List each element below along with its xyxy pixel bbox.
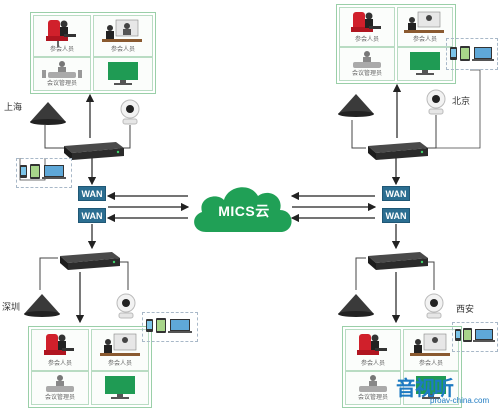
cloud-icon [194,187,292,232]
cable-camera-br [426,261,435,290]
wan-box-top-right: WAN [382,186,410,201]
cell-label: 会议管理员 [351,71,382,77]
cell-attendee-video: 参会人员 [93,15,153,57]
wan-box-bottom-left: WAN [78,208,106,223]
devices-icon [450,46,494,61]
watermark-brand: 音视听 [396,378,454,400]
codec-box-icon [64,142,124,160]
cable-devices-tr [432,69,481,149]
cell-label: 会议管理员 [46,81,77,87]
cell-label: 会议管理员 [357,395,388,401]
ptz-camera-icon [424,293,444,319]
cell-attendee-video: 参会人员 [397,7,453,47]
city-label-beijing: 北京 [452,97,471,107]
cell-attendee-chair: 参会人员 [339,7,395,47]
site-panel-xian: 参会人员 参会人员 会议管理员 [342,326,462,408]
cell-label: 参会人员 [360,361,385,367]
conference-speaker-icon [24,294,60,317]
city-label-xian: 西安 [456,305,475,315]
cell-admin: 会议管理员 [339,47,395,81]
cell-display [397,47,453,81]
cell-label: 参会人员 [107,361,132,367]
executive-chair-icon [46,20,76,47]
conference-speaker-icon [338,94,374,117]
executive-chair-icon [351,12,381,32]
meeting-table-icon [42,61,82,78]
cell-attendee-chair: 参会人员 [33,15,91,57]
cell-label: 参会人员 [418,361,443,367]
cable-camera-bl [118,261,129,290]
video-call-icon [404,11,444,33]
devices-icon [455,328,495,342]
cable-speaker-bl [39,257,58,290]
devices-group-shanghai [16,158,72,188]
cell-label: 参会人员 [47,361,72,367]
site-panel-shenzhen: 参会人员 参会人员 会议管理员 [28,326,152,408]
cell-attendee-chair: 参会人员 [345,329,401,371]
codec-box-icon [368,142,428,160]
cell-attendee-video: 参会人员 [403,329,459,371]
meeting-table-icon [359,375,387,392]
codec-box-icon [60,252,120,270]
executive-chair-icon [44,334,74,355]
devices-icon [20,164,66,179]
devices-group-beijing [446,38,498,70]
meeting-table-icon [353,51,381,68]
cell-attendee-video: 参会人员 [91,329,149,371]
cell-display [403,371,459,405]
cell-display [91,371,149,405]
cell-admin: 会议管理员 [31,371,89,405]
codec-box-icon [368,252,428,270]
monitor-icon [416,376,446,399]
monitor-icon [410,52,440,75]
cell-label: 参会人员 [412,37,437,43]
cell-attendee-chair: 参会人员 [31,329,89,371]
cell-label: 参会人员 [354,37,379,43]
city-label-shanghai: 上海 [4,103,23,113]
city-label-shenzhen: 深圳 [2,303,21,313]
devices-icon [146,318,192,333]
cell-label: 参会人员 [110,47,135,53]
cell-label: 参会人员 [49,47,74,53]
wan-box-bottom-right: WAN [382,208,410,223]
meeting-table-icon [46,375,74,392]
cell-admin: 会议管理员 [345,371,401,405]
monitor-icon [105,376,135,399]
video-call-icon [410,333,450,356]
monitor-icon [108,62,138,85]
ptz-camera-icon [120,99,140,125]
cable-speaker-tr [351,120,366,149]
devices-group-xian [452,322,498,352]
cell-admin: 会议管理员 [33,57,91,91]
devices-group-shenzhen [142,312,198,342]
conference-speaker-icon [338,294,374,317]
cloud-label: MICS云 [218,203,270,219]
site-panel-shanghai: 参会人员 参会人员 会议管理员 [30,12,156,94]
cell-label: 会议管理员 [44,395,75,401]
video-call-icon [100,333,140,356]
wan-box-top-left: WAN [78,186,106,201]
cable-speaker-tl [44,125,64,149]
ptz-camera-icon [426,89,446,115]
cell-display [93,57,153,91]
site-panel-beijing: 参会人员 参会人员 会议管理员 [336,4,456,84]
executive-chair-icon [357,334,387,355]
video-call-icon [102,19,142,42]
watermark-url: proav-china.com [430,396,490,405]
ptz-camera-icon [116,293,136,319]
cable-speaker-br [355,257,366,290]
conference-speaker-icon [30,102,66,125]
